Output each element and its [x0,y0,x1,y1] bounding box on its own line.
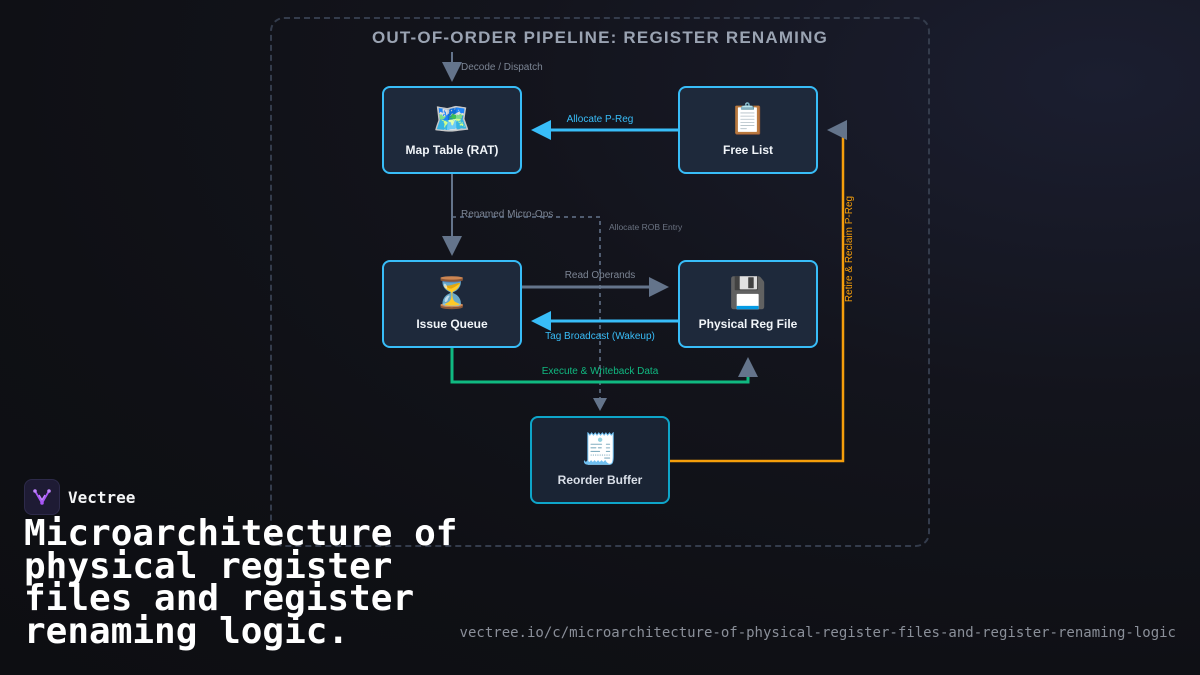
diagram-frame [270,17,930,547]
receipt-icon: 🧾 [581,432,619,467]
edge-read-operands: Read Operands [522,270,669,297]
map-table-node: 🗺️ Map Table (RAT) [382,86,522,174]
label-allocate-rob-entry: Allocate ROB Entry [609,222,683,232]
diagram-title: OUT-OF-ORDER PIPELINE: REGISTER RENAMING [371,28,829,47]
brand[interactable]: Vectree [24,479,135,515]
label-renamed-micro-ops: Renamed Micro-Ops [461,209,553,220]
label-read-operands: Read Operands [565,270,636,281]
brand-name: Vectree [68,487,136,507]
label-decode-dispatch: Decode / Dispatch [461,62,543,73]
free-list-label: Free List [722,143,773,157]
free-list-node: 📋 Free List [678,86,818,174]
edge-decode-dispatch: Decode / Dispatch [442,52,543,82]
edge-allocate-preg: Allocate P-Reg [531,114,678,140]
floppy-disk-icon: 💾 [729,276,767,311]
edge-retire-reclaim: Retire & Reclaim P-Reg [669,120,855,463]
clipboard-icon: 📋 [729,102,767,137]
reorder-buffer-node: 🧾 Reorder Buffer [530,416,670,504]
edge-renamed-micro-ops: Renamed Micro-Ops [442,174,553,256]
page-title: Microarchitecture of physical register f… [24,513,458,652]
map-icon: 🗺️ [433,102,471,137]
map-table-label: Map Table (RAT) [405,143,499,157]
issue-queue-label: Issue Queue [416,317,488,331]
physical-reg-file-node: 💾 Physical Reg File [678,260,818,348]
vectree-logo-icon [24,479,60,515]
label-allocate-preg: Allocate P-Reg [567,114,634,125]
edge-allocate-rob-entry: Allocate ROB Entry [452,216,683,411]
label-execute-writeback: Execute & Writeback Data [542,366,659,377]
page-url[interactable]: vectree.io/c/microarchitecture-of-physic… [459,625,1176,641]
label-retire-reclaim: Retire & Reclaim P-Reg [844,196,855,302]
edge-tag-broadcast: Tag Broadcast (Wakeup) [531,311,678,342]
reorder-buffer-label: Reorder Buffer [557,473,643,487]
edge-execute-writeback: Execute & Writeback Data [450,348,758,384]
physical-reg-file-label: Physical Reg File [698,317,798,331]
hourglass-icon: ⏳ [433,276,471,311]
label-tag-broadcast: Tag Broadcast (Wakeup) [545,331,655,342]
issue-queue-node: ⏳ Issue Queue [382,260,522,348]
